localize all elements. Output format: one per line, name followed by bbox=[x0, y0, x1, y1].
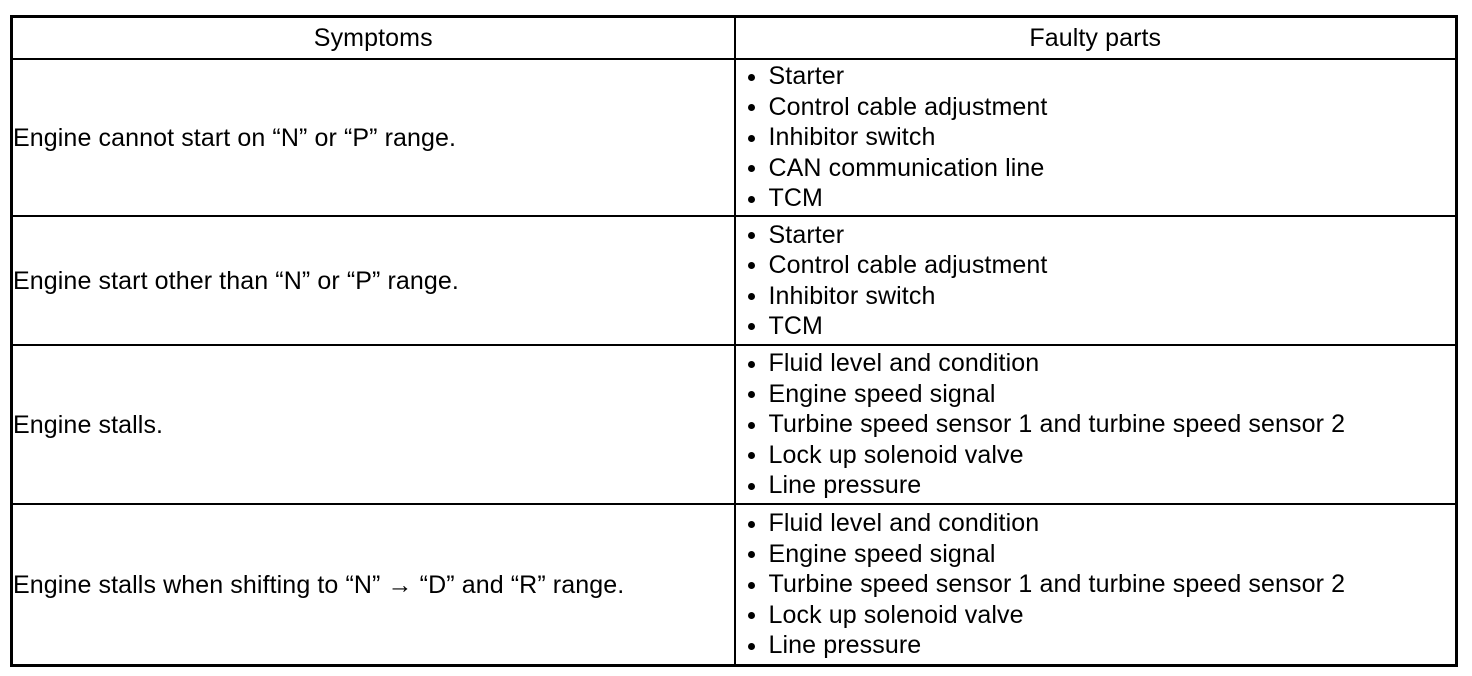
list-item-label: Engine speed signal bbox=[768, 539, 996, 568]
bullet-icon bbox=[747, 262, 755, 270]
list-item-label: Fluid level and condition bbox=[768, 509, 1040, 538]
faulty-parts-list: Starter Control cable adjustment Inhibit… bbox=[736, 61, 1456, 214]
list-item-label: Lock up solenoid valve bbox=[768, 440, 1024, 469]
bullet-icon bbox=[747, 292, 755, 300]
bullet-icon bbox=[747, 642, 755, 650]
list-item-label: TCM bbox=[768, 312, 823, 340]
faulty-parts-cell: Starter Control cable adjustment Inhibit… bbox=[733, 58, 1458, 217]
list-item: Turbine speed sensor 1 and turbine speed… bbox=[736, 409, 1456, 440]
table-row: Engine stalls when shifting to “N” → “D”… bbox=[10, 503, 1458, 667]
list-item-label: CAN communication line bbox=[768, 153, 1045, 182]
bullet-icon bbox=[747, 520, 755, 528]
list-item-label: Starter bbox=[768, 62, 845, 91]
list-item: Inhibitor switch bbox=[736, 122, 1456, 153]
list-item-label: Control cable adjustment bbox=[768, 251, 1048, 279]
list-item: Fluid level and condition bbox=[736, 348, 1456, 379]
list-item-label: Inhibitor switch bbox=[768, 281, 936, 310]
list-item: TCM bbox=[736, 183, 1456, 214]
bullet-icon bbox=[747, 73, 755, 81]
list-item-label: Starter bbox=[768, 220, 845, 249]
symptom-cell: Engine start other than “N” or “P” range… bbox=[10, 215, 736, 346]
bullet-icon bbox=[747, 195, 755, 203]
list-item-label: Line pressure bbox=[768, 471, 922, 500]
bullet-icon bbox=[747, 323, 755, 331]
list-item: Engine speed signal bbox=[736, 539, 1456, 570]
list-item: Line pressure bbox=[736, 630, 1456, 661]
bullet-icon bbox=[747, 612, 755, 619]
bullet-icon bbox=[747, 482, 755, 490]
table-body: Engine cannot start on “N” or “P” range.… bbox=[10, 58, 1458, 667]
list-item-label: Turbine speed sensor 1 and turbine speed… bbox=[768, 410, 1346, 439]
table-header-row: Symptoms Faulty parts bbox=[10, 15, 1458, 60]
column-header-faulty-parts: Faulty parts bbox=[733, 15, 1458, 60]
faulty-parts-cell: Fluid level and condition Engine speed s… bbox=[733, 503, 1458, 667]
symptom-cell: Engine stalls. bbox=[10, 344, 736, 505]
list-item: Lock up solenoid valve bbox=[736, 440, 1456, 471]
list-item-label: Control cable adjustment bbox=[768, 92, 1048, 121]
bullet-icon bbox=[747, 581, 755, 589]
list-item: CAN communication line bbox=[736, 153, 1456, 184]
list-item-label: Lock up solenoid valve bbox=[768, 600, 1024, 629]
table-row: Engine cannot start on “N” or “P” range.… bbox=[10, 58, 1458, 217]
bullet-icon bbox=[747, 551, 755, 558]
list-item: Control cable adjustment bbox=[736, 250, 1456, 281]
bullet-icon bbox=[747, 134, 755, 142]
table-row: Engine stalls. Fluid level and condition… bbox=[10, 344, 1458, 505]
list-item: Starter bbox=[736, 61, 1456, 92]
faulty-parts-cell: Fluid level and condition Engine speed s… bbox=[733, 344, 1458, 505]
list-item: Starter bbox=[736, 220, 1456, 251]
list-item-label: TCM bbox=[768, 184, 823, 213]
table-header: Symptoms Faulty parts bbox=[10, 15, 1458, 60]
bullet-icon bbox=[747, 452, 755, 459]
bullet-icon bbox=[747, 104, 755, 111]
bullet-icon bbox=[747, 165, 755, 172]
column-header-symptoms: Symptoms bbox=[10, 15, 736, 60]
symptom-cell: Engine stalls when shifting to “N” → “D”… bbox=[10, 503, 736, 667]
list-item-label: Engine speed signal bbox=[768, 379, 996, 408]
bullet-icon bbox=[747, 391, 755, 398]
bullet-icon bbox=[747, 231, 755, 239]
faulty-parts-list: Fluid level and condition Engine speed s… bbox=[736, 508, 1456, 661]
table-row: Engine start other than “N” or “P” range… bbox=[10, 215, 1458, 346]
faulty-parts-list: Starter Control cable adjustment Inhibit… bbox=[736, 220, 1456, 342]
bullet-icon bbox=[747, 421, 755, 429]
list-item: Lock up solenoid valve bbox=[736, 600, 1456, 631]
list-item: Fluid level and condition bbox=[736, 508, 1456, 539]
list-item: TCM bbox=[736, 311, 1456, 342]
symptoms-faulty-parts-table: Symptoms Faulty parts Engine cannot star… bbox=[10, 15, 1458, 667]
symptom-cell: Engine cannot start on “N” or “P” range. bbox=[10, 58, 736, 217]
list-item: Line pressure bbox=[736, 470, 1456, 501]
faulty-parts-cell: Starter Control cable adjustment Inhibit… bbox=[733, 215, 1458, 346]
list-item: Engine speed signal bbox=[736, 379, 1456, 410]
list-item-label: Fluid level and condition bbox=[768, 349, 1040, 378]
faulty-parts-list: Fluid level and condition Engine speed s… bbox=[736, 348, 1456, 501]
list-item: Inhibitor switch bbox=[736, 281, 1456, 312]
list-item: Turbine speed sensor 1 and turbine speed… bbox=[736, 569, 1456, 600]
list-item-label: Turbine speed sensor 1 and turbine speed… bbox=[768, 570, 1346, 599]
bullet-icon bbox=[747, 360, 755, 368]
list-item-label: Inhibitor switch bbox=[768, 123, 936, 152]
list-item-label: Line pressure bbox=[768, 631, 922, 660]
list-item: Control cable adjustment bbox=[736, 92, 1456, 123]
